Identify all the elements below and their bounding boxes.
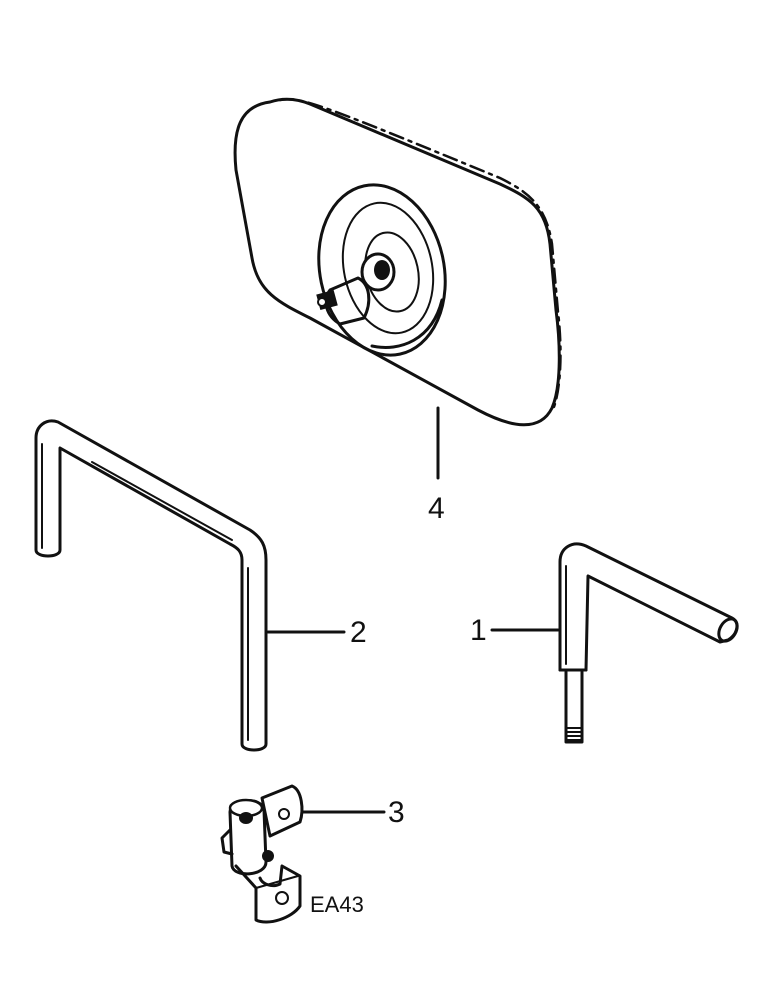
mirror-back-cup-inner [341, 201, 435, 335]
callout-1: 1 [470, 614, 487, 647]
callout-4: 4 [428, 492, 445, 525]
clamp-bolt-tip [317, 297, 327, 307]
arm-highlight-top [91, 461, 233, 541]
bracket-part-3 [220, 784, 386, 924]
mirror-part-4 [233, 97, 562, 480]
mirror-back-cup-outer [317, 183, 447, 357]
callout-3: 3 [388, 796, 405, 829]
bracket-side-lug [220, 828, 234, 856]
rod-end-cap [717, 617, 739, 643]
mirror-cup-shade [370, 298, 444, 349]
mirror-rim-dashed [278, 97, 562, 414]
bracket-top-hole [278, 808, 290, 820]
bracket-top-plate [260, 784, 304, 838]
bracket-cylinder-bore [239, 812, 253, 824]
arm-outer-contour [34, 419, 268, 752]
rod-outer-contour [558, 542, 739, 672]
bracket-lower-edge [255, 875, 299, 889]
arm-part-2 [34, 419, 346, 752]
callout-2: 2 [350, 616, 367, 649]
ball-joint-shade [374, 260, 390, 280]
mirror-outline [233, 97, 561, 427]
bracket-lower-hole [275, 891, 289, 905]
rod-threaded-shank [564, 670, 584, 744]
bracket-lower-plate [234, 864, 302, 924]
bracket-cylinder-mid-hole [262, 850, 274, 862]
figure-code: EA43 [310, 892, 364, 917]
rod-part-1 [490, 542, 739, 744]
rod-threads [565, 727, 583, 741]
